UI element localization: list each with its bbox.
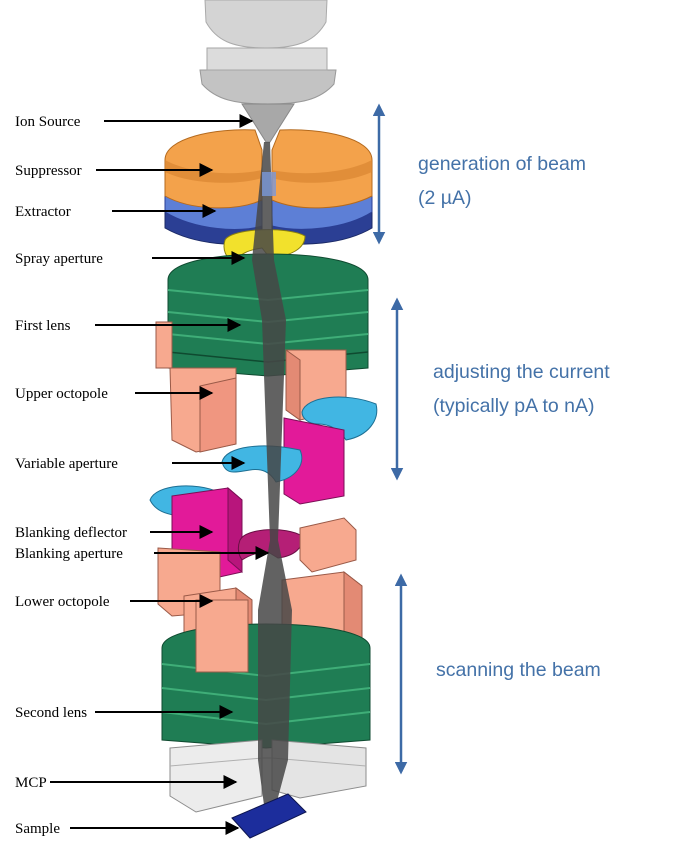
label-spray-aperture: Spray aperture — [15, 251, 103, 267]
label-variable-aperture: Variable aperture — [15, 456, 118, 472]
stage-adjusting-line2: (typically pA to nA) — [433, 395, 594, 417]
label-lower-octopole: Lower octopole — [15, 594, 110, 610]
label-blanking-deflector: Blanking deflector — [15, 525, 127, 541]
stage-texts: generation of beam (2 µA) adjusting the … — [418, 153, 610, 681]
label-first-lens: First lens — [15, 318, 71, 334]
stage-generation-line1: generation of beam — [418, 153, 586, 175]
label-extractor: Extractor — [15, 204, 71, 220]
label-sample: Sample — [15, 821, 60, 837]
blanking-aperture-part — [238, 518, 356, 572]
part-labels: Ion Source Suppressor Extractor Spray ap… — [15, 114, 127, 837]
stage-generation-line2: (2 µA) — [418, 187, 472, 209]
stage-arrows — [379, 106, 401, 772]
label-upper-octopole: Upper octopole — [15, 386, 108, 402]
stage-scanning-line1: scanning the beam — [436, 659, 601, 681]
label-blanking-aperture: Blanking aperture — [15, 546, 123, 562]
stage-adjusting-line1: adjusting the current — [433, 361, 610, 383]
label-ion-source: Ion Source — [15, 114, 81, 130]
label-suppressor: Suppressor — [15, 163, 82, 179]
label-second-lens: Second lens — [15, 705, 87, 721]
label-mcp: MCP — [15, 775, 47, 791]
